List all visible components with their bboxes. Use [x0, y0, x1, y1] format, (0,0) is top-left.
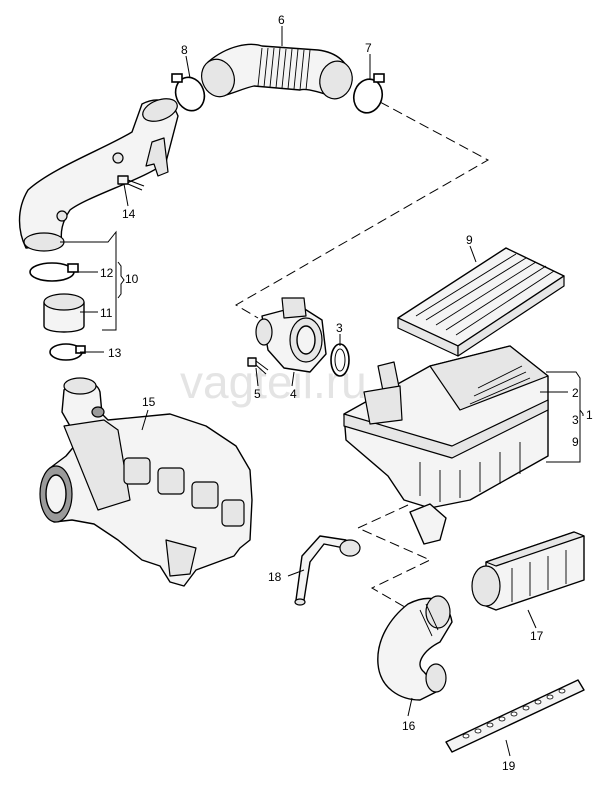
- callout-3-ring: 3: [336, 321, 343, 335]
- callout-16: 16: [402, 719, 416, 733]
- part-11-seal-ring[interactable]: [43, 293, 85, 333]
- callout-9-filter: 9: [466, 233, 473, 247]
- callout-11: 11: [100, 306, 113, 320]
- part-5-screw[interactable]: [247, 357, 269, 375]
- part-17-air-guide[interactable]: [471, 531, 585, 611]
- callout-6: 6: [278, 13, 285, 27]
- callout-18: 18: [268, 570, 282, 584]
- part-8-hose-clamp[interactable]: [171, 73, 209, 115]
- callout-12: 12: [100, 266, 114, 280]
- part-6-corrugated-hose[interactable]: [196, 43, 356, 102]
- callout-10: 10: [125, 272, 139, 286]
- part-14-bolt[interactable]: [117, 175, 145, 191]
- part-4-air-mass-meter[interactable]: [255, 297, 327, 373]
- part-16-intake-hose[interactable]: [377, 595, 453, 701]
- part-1-air-filter-housing[interactable]: [343, 345, 549, 545]
- callout-17: 17: [530, 629, 544, 643]
- part-12-clamp[interactable]: [29, 262, 79, 282]
- part-13-clamp[interactable]: [49, 343, 86, 361]
- callout-9-housing: 9: [572, 435, 579, 449]
- callout-2: 2: [572, 386, 579, 400]
- part-7-hose-clamp[interactable]: [350, 73, 386, 116]
- part-19-seal-strip[interactable]: [445, 679, 585, 753]
- callout-13: 13: [108, 346, 122, 360]
- part-15-turbocharger-manifold[interactable]: [39, 377, 253, 587]
- brace-symbols: [117, 261, 584, 416]
- callout-labels: 6 8 7 9 14 12 10 11 13 15 3 5 4 2 3 1 9 …: [100, 13, 593, 773]
- callout-14: 14: [122, 207, 136, 221]
- leader-lines: [60, 26, 581, 757]
- dashed-connection-lines: [235, 101, 490, 611]
- part-3-o-ring[interactable]: [330, 343, 350, 377]
- callout-19: 19: [502, 759, 516, 773]
- part-18-breather-hose[interactable]: [294, 535, 361, 606]
- callout-4: 4: [290, 387, 297, 401]
- callout-15: 15: [142, 395, 156, 409]
- callout-1: 1: [586, 408, 593, 422]
- part-9-air-filter-element[interactable]: [397, 247, 565, 357]
- charge-air-pipe[interactable]: [18, 94, 181, 252]
- callout-7: 7: [365, 41, 372, 55]
- callout-5: 5: [254, 387, 261, 401]
- callout-8: 8: [181, 43, 188, 57]
- callout-3-housing: 3: [572, 413, 579, 427]
